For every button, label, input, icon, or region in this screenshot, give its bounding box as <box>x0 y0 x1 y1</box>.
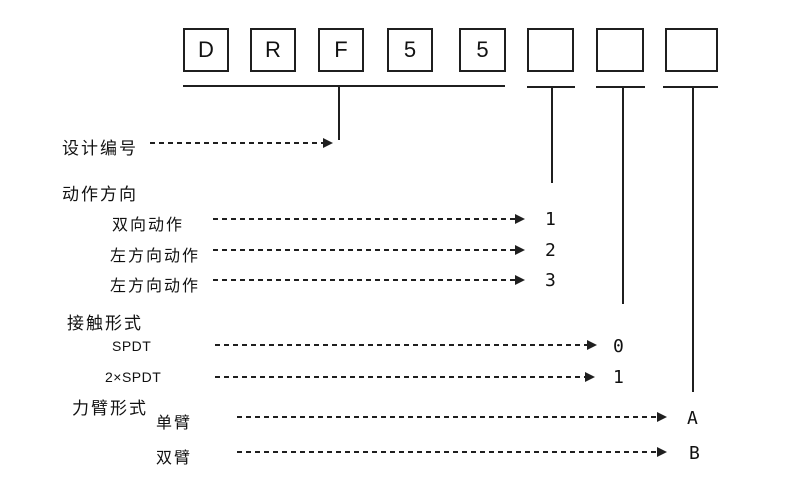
code-box-1: D <box>183 28 229 72</box>
code-box-7-empty <box>596 28 644 72</box>
code-box-6-empty <box>527 28 574 72</box>
group-underline-drf55 <box>183 85 505 87</box>
arrowhead-icon <box>515 214 525 224</box>
underline-box-8 <box>663 86 718 88</box>
leader-line-action-direction <box>551 87 553 183</box>
arrow-dash <box>215 344 588 346</box>
arrowhead-icon <box>515 275 525 285</box>
arrow-dash <box>237 451 658 453</box>
arrow-left-direction-action-1 <box>213 245 525 255</box>
arrow-left-direction-action-2 <box>213 275 525 285</box>
row-label-2x-spdt: 2×SPDT <box>105 369 162 385</box>
arrowhead-icon <box>587 340 597 350</box>
value-contact-0: 0 <box>613 336 624 357</box>
value-action-3: 3 <box>545 270 556 291</box>
row-label-double-arm: 双臂 <box>156 448 193 467</box>
code-box-4: 5 <box>387 28 433 72</box>
arrow-dash <box>150 142 324 144</box>
leader-line-arm-form <box>692 87 694 392</box>
arrowhead-icon <box>515 245 525 255</box>
arrow-dash <box>237 416 658 418</box>
value-arm-a: A <box>687 408 698 429</box>
arrow-single-arm <box>237 412 667 422</box>
section-title-arm-form: 力臂形式 <box>72 399 148 419</box>
value-arm-b: B <box>689 443 700 464</box>
arrowhead-icon <box>585 372 595 382</box>
row-label-left-direction-action-2: 左方向动作 <box>110 276 201 295</box>
section-title-action-direction: 动作方向 <box>62 185 138 205</box>
arrow-dash <box>213 249 516 251</box>
arrowhead-icon <box>323 138 333 148</box>
leader-line-contact-form <box>622 87 624 304</box>
code-box-8-empty <box>665 28 718 72</box>
arrow-dash <box>213 218 516 220</box>
code-box-3: F <box>318 28 364 72</box>
row-label-bidirectional-action: 双向动作 <box>112 215 185 234</box>
row-label-spdt: SPDT <box>112 338 152 354</box>
arrow-spdt <box>215 340 597 350</box>
code-box-2: R <box>250 28 296 72</box>
value-action-2: 2 <box>545 240 556 261</box>
arrowhead-icon <box>657 412 667 422</box>
row-label-left-direction-action-1: 左方向动作 <box>110 246 201 265</box>
code-box-5: 5 <box>459 28 506 72</box>
arrow-2x-spdt <box>215 372 595 382</box>
arrow-design-number <box>150 138 333 148</box>
row-label-single-arm: 单臂 <box>156 413 193 432</box>
value-action-1: 1 <box>545 209 556 230</box>
underline-box-7 <box>596 86 645 88</box>
section-title-design-number: 设计编号 <box>62 139 138 159</box>
arrow-dash <box>213 279 516 281</box>
leader-line-design-number <box>338 86 340 140</box>
section-title-contact-form: 接触形式 <box>67 314 143 334</box>
arrow-bidirectional-action <box>213 214 525 224</box>
arrow-double-arm <box>237 447 667 457</box>
arrow-dash <box>215 376 586 378</box>
arrowhead-icon <box>657 447 667 457</box>
value-contact-1: 1 <box>613 367 624 388</box>
